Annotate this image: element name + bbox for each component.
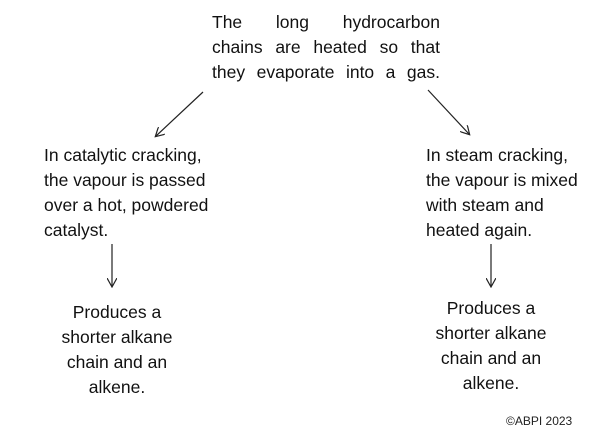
catalytic-result-line: Produces a [72, 302, 162, 322]
catalytic-cracking-line: catalyst. [44, 220, 109, 240]
steam-cracking-line: heated again. [426, 220, 533, 240]
arrow-top-to-right [427, 89, 469, 134]
steam-result-line: Produces a [446, 298, 536, 318]
steam-result-box: Produces a shorter alkane chain and an a… [424, 296, 558, 396]
steam-result-line: chain and an [440, 348, 542, 368]
steam-result-line: shorter alkane [435, 323, 547, 343]
catalytic-result-line: shorter alkane [61, 327, 173, 347]
steam-cracking-line: with steam and [426, 195, 544, 215]
arrow-top-to-left [156, 91, 204, 136]
catalytic-cracking-line: the vapour is passed [44, 170, 206, 190]
steam-cracking-line: In steam cracking, [426, 145, 568, 165]
steam-result-line: alkene. [462, 373, 520, 393]
steam-cracking-box: In steam cracking, the vapour is mixed w… [426, 143, 596, 243]
heating-step-box: The long hydrocarbon chains are heated s… [212, 10, 440, 85]
steam-cracking-line: the vapour is mixed [426, 170, 578, 190]
catalytic-result-box: Produces a shorter alkane chain and an a… [55, 300, 179, 400]
copyright-credit: ©ABPI 2023 [506, 414, 573, 428]
catalytic-result-line: alkene. [88, 377, 146, 397]
heating-step-line: they evaporate into a gas. [212, 62, 440, 82]
catalytic-result-line: chain and an [66, 352, 168, 372]
catalytic-cracking-box: In catalytic cracking, the vapour is pas… [44, 143, 249, 243]
catalytic-cracking-line: In catalytic cracking, [44, 145, 202, 165]
heating-step-line: The long hydrocarbon [212, 12, 440, 32]
catalytic-cracking-line: over a hot, powdered [44, 195, 209, 215]
heating-step-line: chains are heated so that [212, 37, 440, 57]
